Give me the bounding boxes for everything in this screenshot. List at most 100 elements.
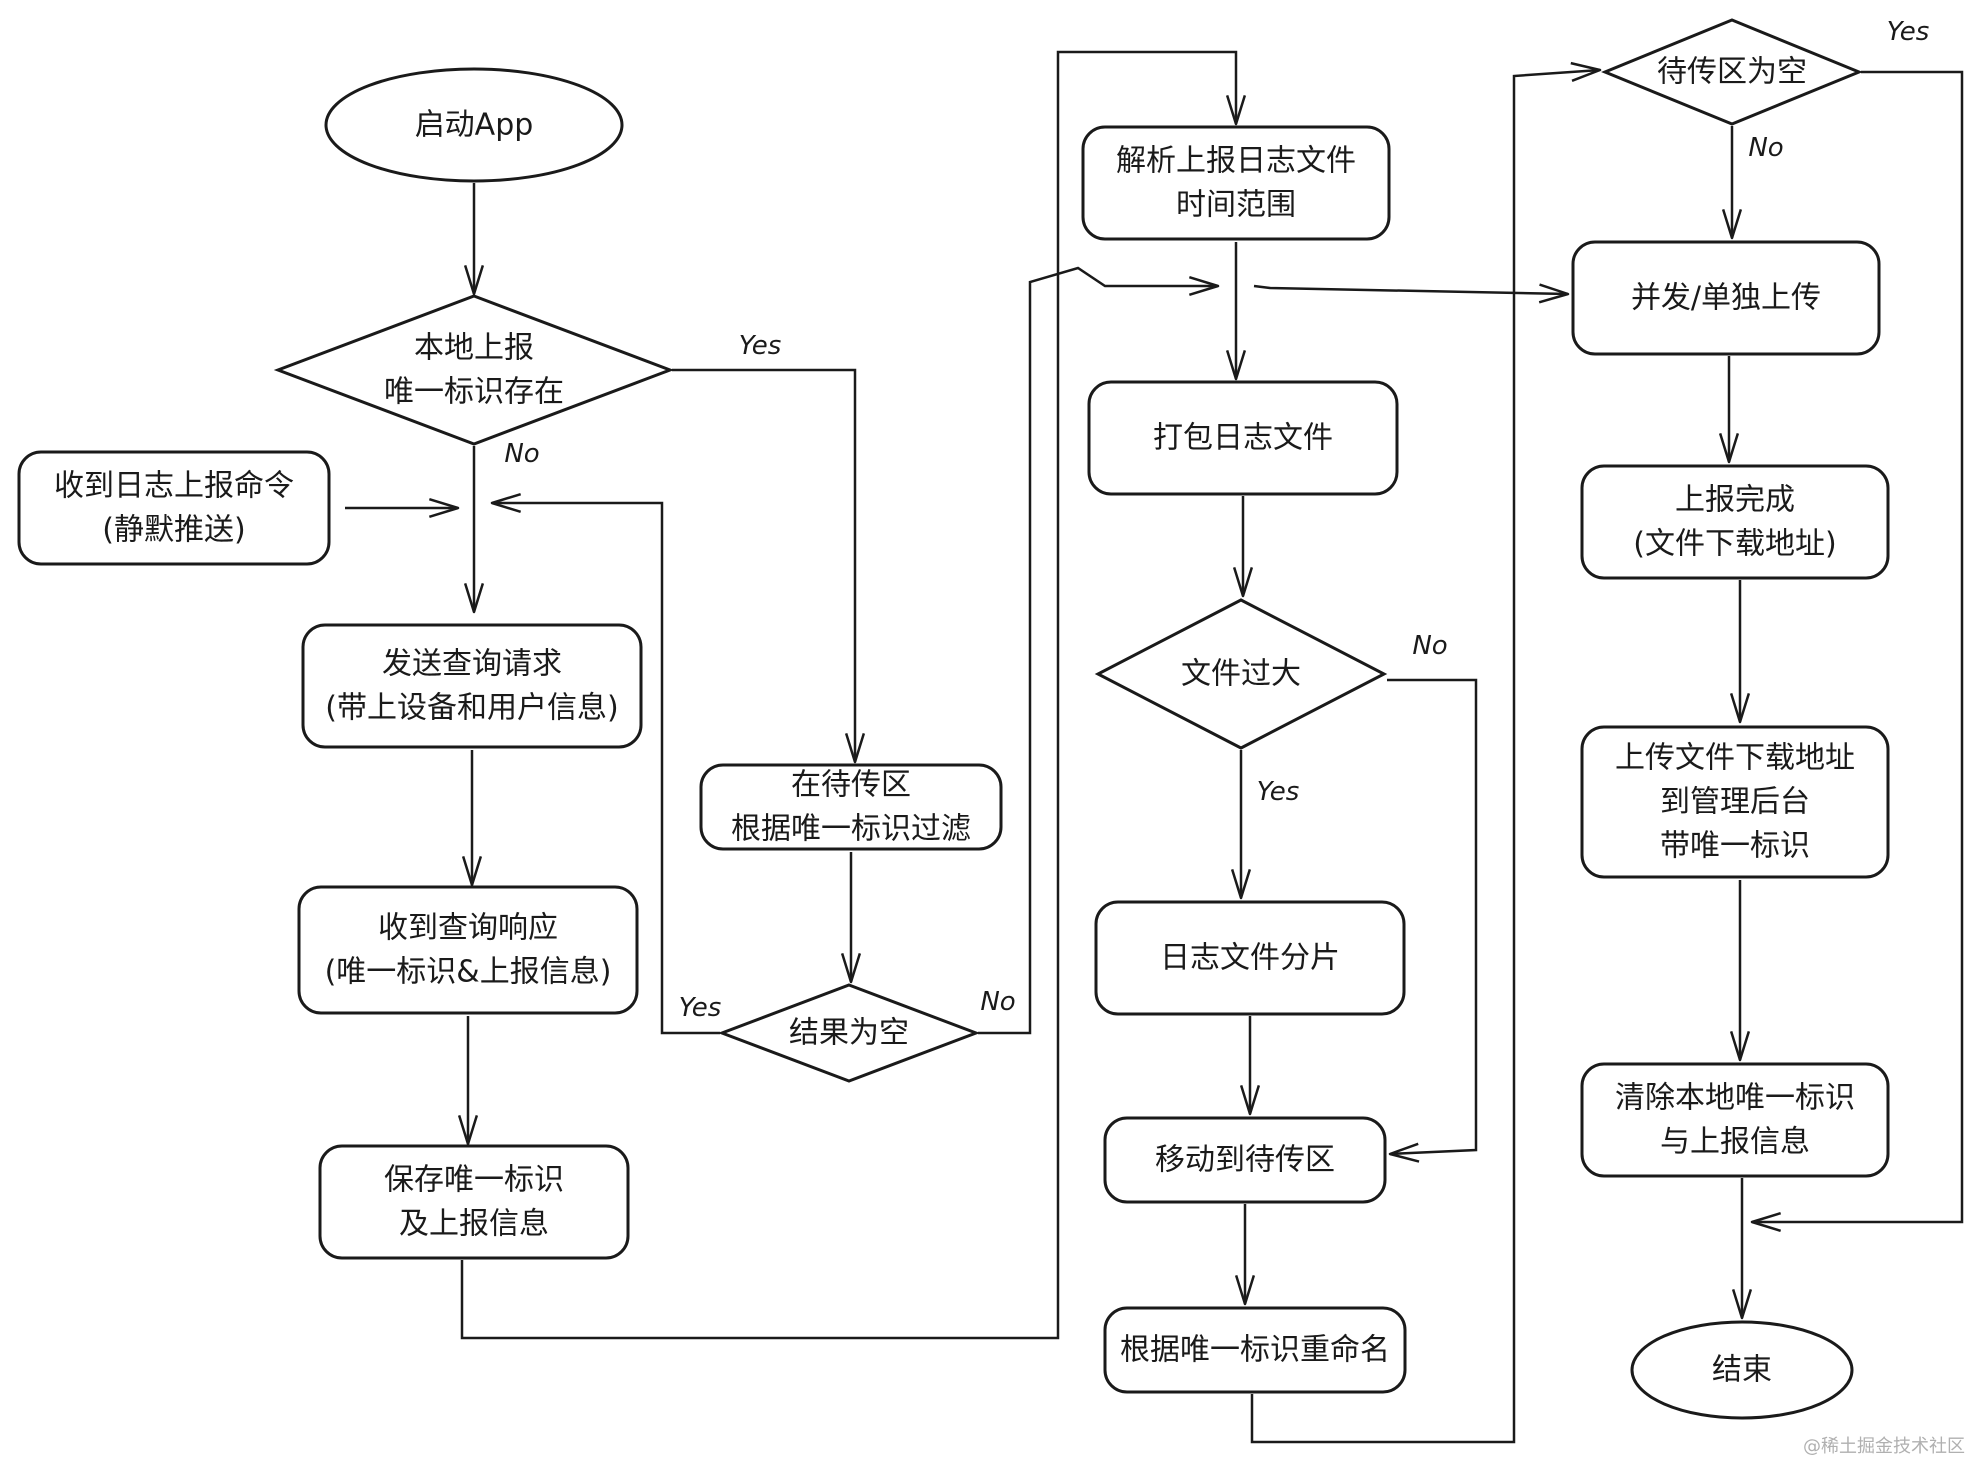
node-parse-shape bbox=[1081, 125, 1391, 241]
node-query: 发送查询请求 (带上设备和用户信息) bbox=[301, 623, 643, 749]
arrowhead-save-to-parse bbox=[1225, 94, 1247, 126]
arrowhead-exists-yes bbox=[844, 732, 866, 764]
node-query-label-1: (带上设备和用户信息) bbox=[325, 691, 618, 726]
node-cmd-label-1: (静默推送) bbox=[102, 513, 245, 548]
edge-label-big-no: No bbox=[1412, 631, 1447, 661]
node-cmd-shape bbox=[17, 450, 331, 566]
node-done-shape bbox=[1580, 464, 1890, 580]
node-big-shape bbox=[1094, 598, 1388, 750]
node-cmd-label-0: 收到日志上报命令 bbox=[54, 469, 294, 504]
node-start-shape bbox=[324, 67, 624, 183]
node-filter-shape bbox=[699, 763, 1003, 851]
node-save-label-0: 保存唯一标识 bbox=[384, 1163, 564, 1198]
edge-exists-yes bbox=[672, 368, 857, 762]
node-big: 文件过大 bbox=[1094, 598, 1388, 750]
arrowhead-cmd-to-merge bbox=[428, 497, 460, 519]
node-move: 移动到待传区 bbox=[1103, 1116, 1387, 1204]
node-exists-label-0: 本地上报 bbox=[414, 331, 534, 366]
arrowhead-pack-to-big bbox=[1232, 566, 1254, 598]
node-resp-label-1: (唯一标识&上报信息) bbox=[325, 955, 612, 990]
node-pack: 打包日志文件 bbox=[1087, 380, 1399, 496]
node-resp-shape bbox=[297, 885, 639, 1015]
node-end-shape bbox=[1630, 1320, 1854, 1420]
edge-pend-yes bbox=[1752, 70, 1964, 1224]
arrowhead-clear-to-end bbox=[1731, 1288, 1753, 1320]
node-resp-label-0: 收到查询响应 bbox=[378, 911, 558, 946]
edge-label-big-yes: Yes bbox=[1257, 777, 1300, 807]
node-pend-label-0: 待传区为空 bbox=[1657, 55, 1807, 90]
arrowhead-done-to-send bbox=[1729, 692, 1751, 724]
arrowhead-start-to-exists bbox=[463, 264, 485, 296]
node-pack-label-0: 打包日志文件 bbox=[1153, 421, 1333, 456]
arrowhead-upload-to-done bbox=[1718, 432, 1740, 464]
connectors bbox=[345, 50, 1964, 1444]
arrowhead-pend-no bbox=[1721, 208, 1743, 240]
arrowhead-big-yes bbox=[1230, 868, 1252, 900]
arrowhead-empty-yes-loop bbox=[490, 492, 522, 514]
node-query-label-0: 发送查询请求 bbox=[382, 647, 562, 682]
edge-pack-jump-to-upload bbox=[1253, 284, 1569, 296]
node-cmd: 收到日志上报命令 (静默推送) bbox=[17, 450, 331, 566]
arrowhead-query-to-resp bbox=[461, 855, 483, 887]
arrowhead-filter-to-empty bbox=[840, 952, 862, 984]
node-filter-label-1: 根据唯一标识过滤 bbox=[731, 812, 971, 847]
node-resp: 收到查询响应 (唯一标识&上报信息) bbox=[297, 885, 639, 1015]
node-filter-label-0: 在待传区 bbox=[791, 768, 911, 803]
node-end-label-0: 结束 bbox=[1712, 1353, 1772, 1388]
arrowhead-move-to-rename bbox=[1234, 1274, 1256, 1306]
node-query-shape bbox=[301, 623, 643, 749]
arrowhead-big-no bbox=[1388, 1142, 1420, 1163]
node-send-label-2: 带唯一标识 bbox=[1660, 829, 1810, 864]
arrowhead-resp-to-save bbox=[457, 1114, 479, 1146]
edge-label-empty-yes: Yes bbox=[679, 993, 722, 1023]
edge-label-exists-yes: Yes bbox=[739, 331, 782, 361]
arrowhead-pend-yes bbox=[1750, 1211, 1782, 1233]
arrowhead-rename-to-pend bbox=[1570, 61, 1602, 83]
node-exists-shape bbox=[273, 294, 675, 446]
node-clear-label-0: 清除本地唯一标识 bbox=[1615, 1081, 1855, 1116]
edge-rename-to-pend bbox=[1250, 68, 1601, 1444]
edge-big-no bbox=[1387, 678, 1478, 1156]
node-empty: 结果为空 bbox=[717, 983, 981, 1083]
node-move-label-0: 移动到待传区 bbox=[1155, 1143, 1335, 1178]
arrowhead-empty-no bbox=[1188, 275, 1220, 297]
node-send-label-1: 到管理后台 bbox=[1660, 785, 1810, 820]
node-split-shape bbox=[1094, 900, 1406, 1016]
node-clear-label-1: 与上报信息 bbox=[1660, 1125, 1810, 1160]
node-split-label-0: 日志文件分片 bbox=[1160, 941, 1340, 976]
arrowhead-pack-jump-to-upload bbox=[1538, 283, 1570, 304]
node-done-label-0: 上报完成 bbox=[1675, 483, 1795, 518]
node-end: 结束 bbox=[1630, 1320, 1854, 1420]
node-pend: 待传区为空 bbox=[1601, 18, 1863, 126]
node-split: 日志文件分片 bbox=[1094, 900, 1406, 1016]
node-rename-shape bbox=[1103, 1306, 1407, 1394]
edge-label-pend-no: No bbox=[1748, 133, 1783, 163]
node-save-shape bbox=[318, 1144, 630, 1260]
watermark: @稀土掘金技术社区 bbox=[1803, 1436, 1965, 1457]
node-start: 启动App bbox=[324, 67, 624, 183]
node-empty-shape bbox=[717, 983, 981, 1083]
node-move-shape bbox=[1103, 1116, 1387, 1204]
edge-empty-no bbox=[978, 266, 1218, 1035]
node-empty-label-0: 结果为空 bbox=[789, 1016, 909, 1051]
node-parse-label-1: 时间范围 bbox=[1176, 188, 1296, 223]
node-upload-label-0: 并发/单独上传 bbox=[1631, 281, 1821, 316]
arrowhead-exists-no bbox=[463, 582, 485, 614]
node-parse-label-0: 解析上报日志文件 bbox=[1116, 144, 1356, 179]
arrowhead-send-to-clear bbox=[1729, 1030, 1751, 1062]
edge-empty-yes-loop bbox=[492, 501, 720, 1035]
node-clear-shape bbox=[1580, 1062, 1890, 1178]
arrowhead-parse-to-pack bbox=[1225, 349, 1247, 381]
node-rename: 根据唯一标识重命名 bbox=[1103, 1306, 1407, 1394]
node-upload-shape bbox=[1571, 240, 1881, 356]
node-pend-shape bbox=[1601, 18, 1863, 126]
